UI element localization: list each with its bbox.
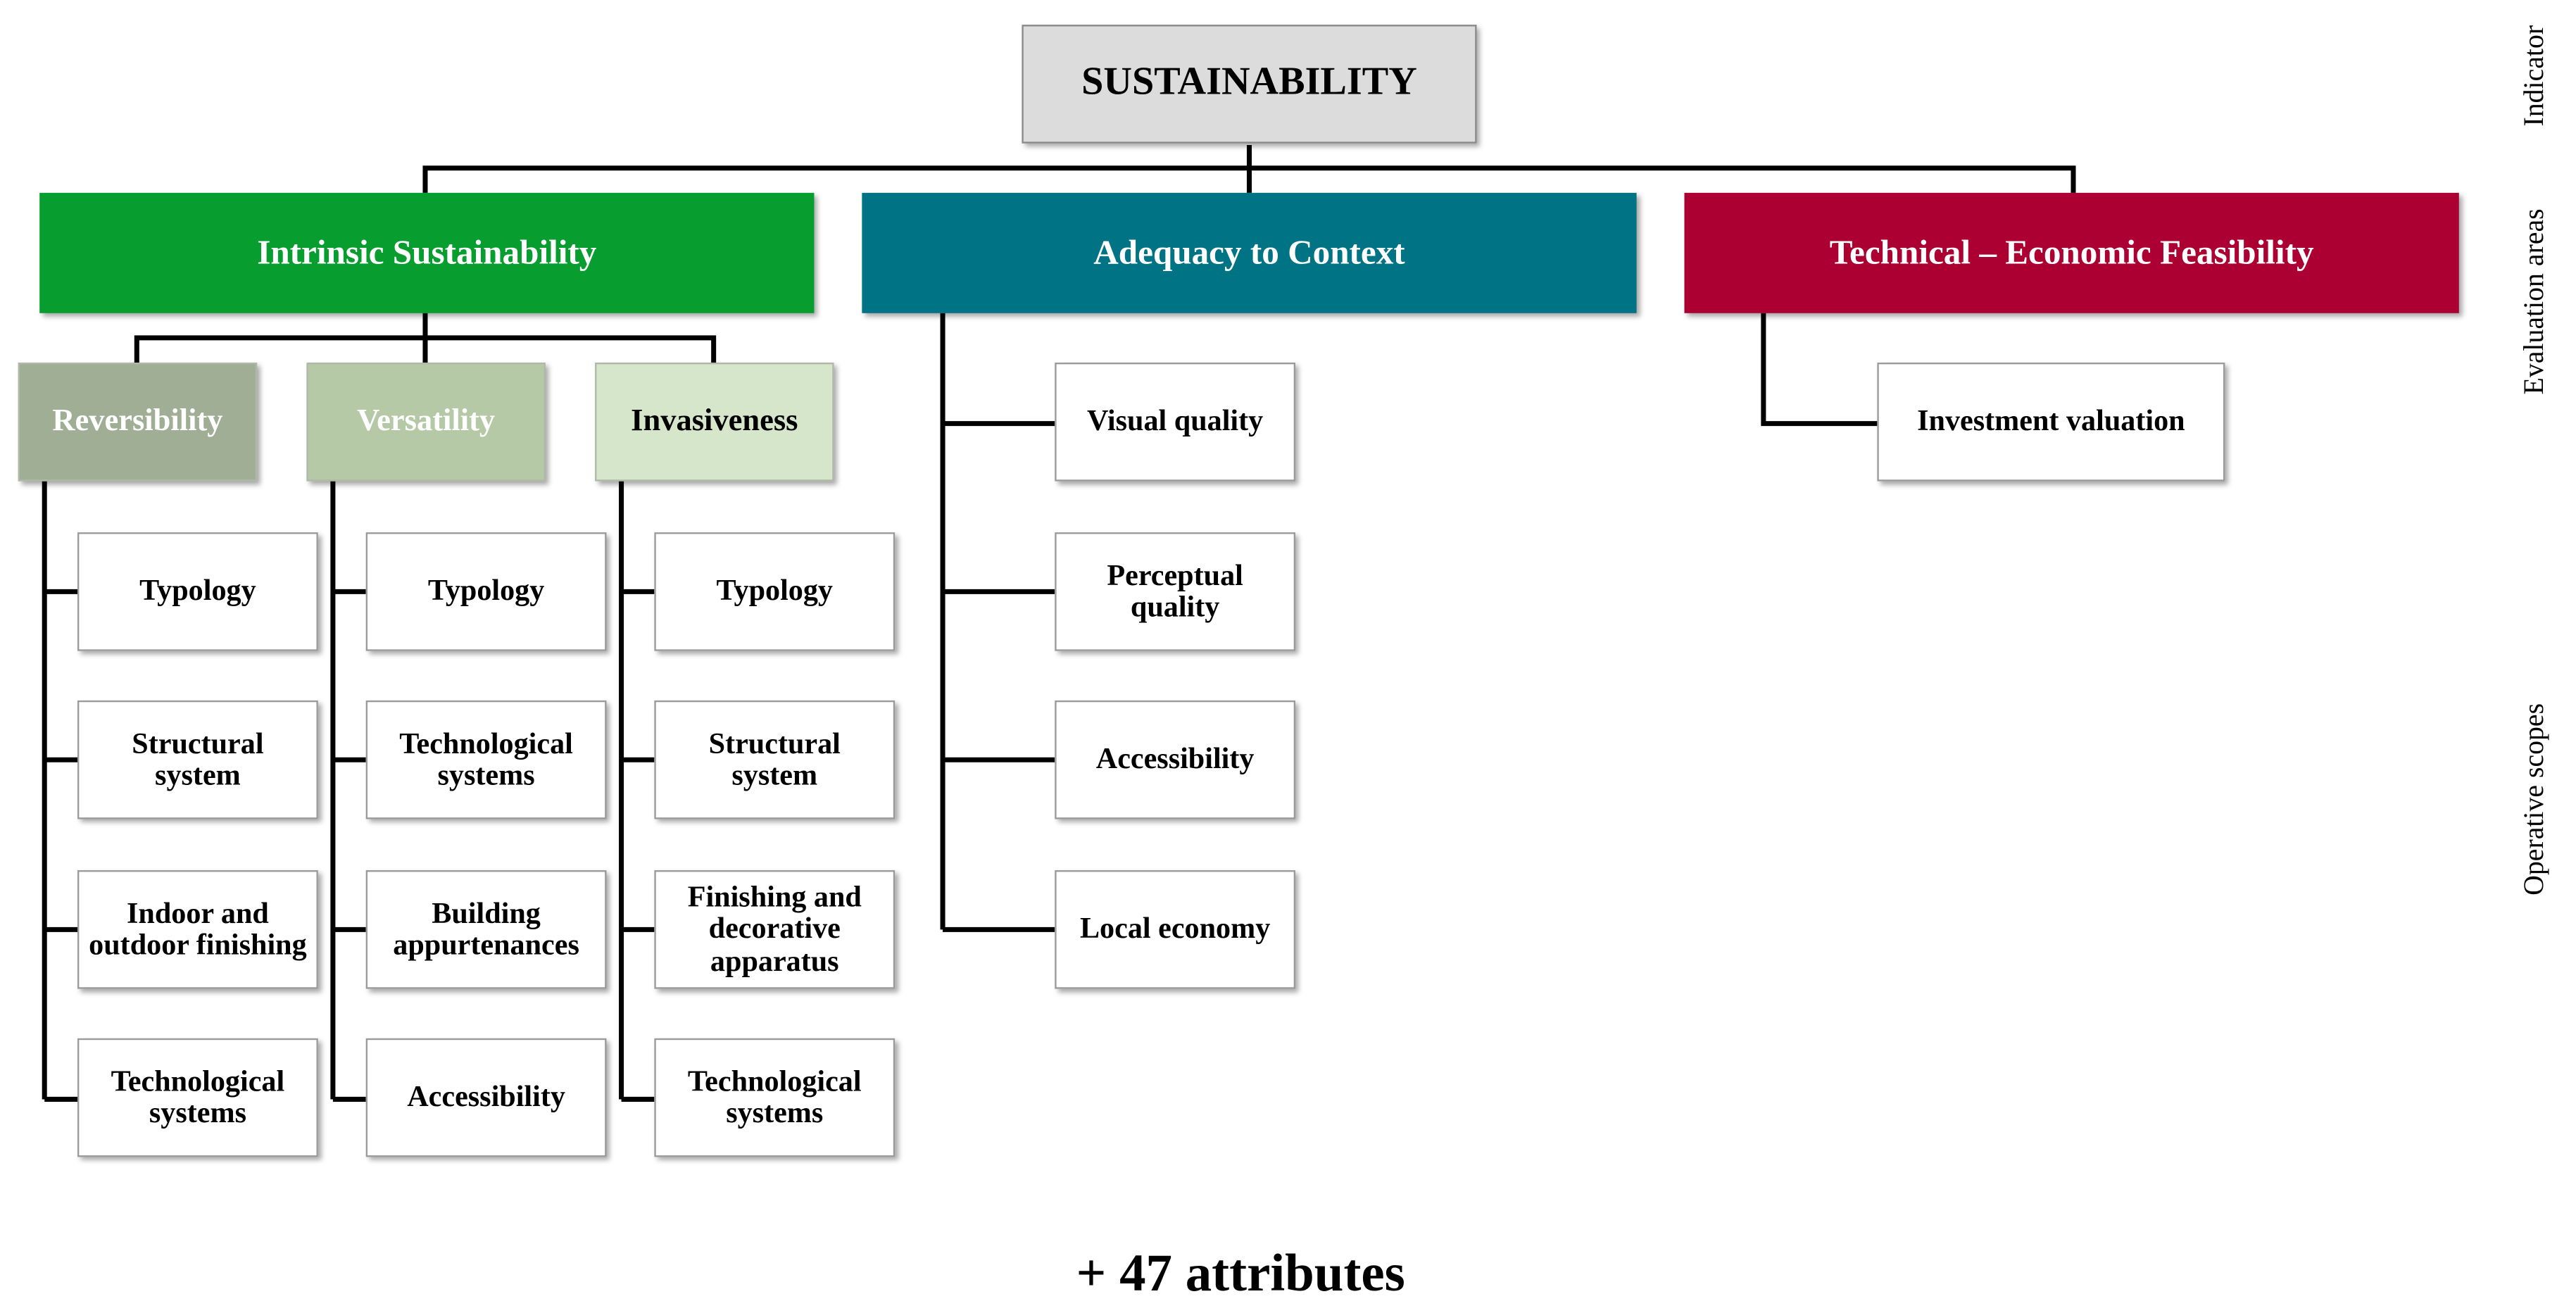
leaf-label: Typology	[427, 574, 545, 608]
subarea-versatility: Versatility	[306, 363, 546, 482]
connector-intrinsic-subareas	[134, 313, 717, 363]
area-technical-economic-feasibility: Technical – Economic Feasibility	[1684, 192, 2459, 313]
area-label: Intrinsic Sustainability	[257, 232, 597, 272]
leaf-feasibility-investment-valuation: Investment valuation	[1877, 363, 2225, 482]
attributes-count: + 47 attributes	[1076, 1243, 1405, 1302]
leaf-reversibility-typology: Typology	[77, 532, 318, 651]
side-label-operative-scopes: Operative scopes	[2518, 703, 2550, 896]
leaf-label: Building appurtenances	[393, 896, 579, 961]
connector-versatility	[330, 481, 366, 1102]
leaf-label: Finishing and decorative apparatus	[687, 879, 862, 977]
leaf-versatility-accessibility: Accessibility	[365, 1038, 607, 1157]
leaf-invasiveness-typology: Typology	[654, 532, 896, 651]
leaf-label: Accessibility	[407, 1080, 565, 1113]
area-intrinsic-sustainability: Intrinsic Sustainability	[39, 192, 815, 313]
leaf-versatility-typology: Typology	[365, 532, 607, 651]
leaf-invasiveness-technological-systems: Technological systems	[654, 1038, 896, 1157]
leaf-versatility-building-appurtenances: Building appurtenances	[365, 870, 607, 989]
leaf-label: Structural system	[132, 726, 264, 791]
subarea-label: Invasiveness	[631, 403, 798, 439]
subarea-label: Versatility	[357, 403, 496, 439]
leaf-label: Visual quality	[1087, 404, 1264, 438]
leaf-label: Typology	[716, 574, 834, 608]
leaf-label: Investment valuation	[1917, 404, 2185, 438]
leaf-invasiveness-structural-system: Structural system	[654, 700, 896, 819]
leaf-label: Technological systems	[687, 1064, 862, 1129]
leaf-label: Perceptual quality	[1107, 558, 1243, 623]
leaf-label: Technological systems	[399, 726, 573, 791]
leaf-context-local-economy: Local economy	[1055, 870, 1296, 989]
connector-invasiveness	[619, 481, 655, 1102]
leaf-versatility-technological-systems: Technological systems	[365, 700, 607, 819]
leaf-label: Structural system	[708, 726, 841, 791]
connector-root-areas	[422, 145, 2076, 193]
leaf-context-perceptual-quality: Perceptual quality	[1055, 532, 1296, 651]
connector-reversibility	[42, 481, 78, 1102]
subarea-reversibility: Reversibility	[18, 363, 258, 482]
connector-feasibility	[1761, 313, 1878, 427]
leaf-invasiveness-finishing: Finishing and decorative apparatus	[654, 870, 896, 989]
subarea-label: Reversibility	[52, 403, 223, 439]
area-adequacy-to-context: Adequacy to Context	[862, 192, 1637, 313]
leaf-label: Typology	[139, 574, 256, 608]
leaf-label: Technological systems	[111, 1064, 285, 1129]
leaf-label: Local economy	[1079, 912, 1271, 946]
indicator-label: SUSTAINABILITY	[1081, 61, 1417, 104]
indicator-box: SUSTAINABILITY	[1022, 25, 1477, 144]
side-label-indicator: Indicator	[2518, 25, 2550, 127]
area-label: Technical – Economic Feasibility	[1829, 232, 2314, 272]
side-label-evaluation-areas: Evaluation areas	[2518, 208, 2550, 395]
leaf-context-visual-quality: Visual quality	[1055, 363, 1296, 482]
subarea-invasiveness: Invasiveness	[595, 363, 834, 482]
leaf-reversibility-finishing: Indoor and outdoor finishing	[77, 870, 318, 989]
leaf-reversibility-structural-system: Structural system	[77, 700, 318, 819]
leaf-label: Indoor and outdoor finishing	[89, 896, 307, 961]
leaf-label: Accessibility	[1095, 742, 1255, 775]
leaf-context-accessibility: Accessibility	[1055, 700, 1296, 819]
connector-context	[940, 313, 1055, 932]
area-label: Adequacy to Context	[1093, 232, 1405, 272]
leaf-reversibility-technological-systems: Technological systems	[77, 1038, 318, 1157]
